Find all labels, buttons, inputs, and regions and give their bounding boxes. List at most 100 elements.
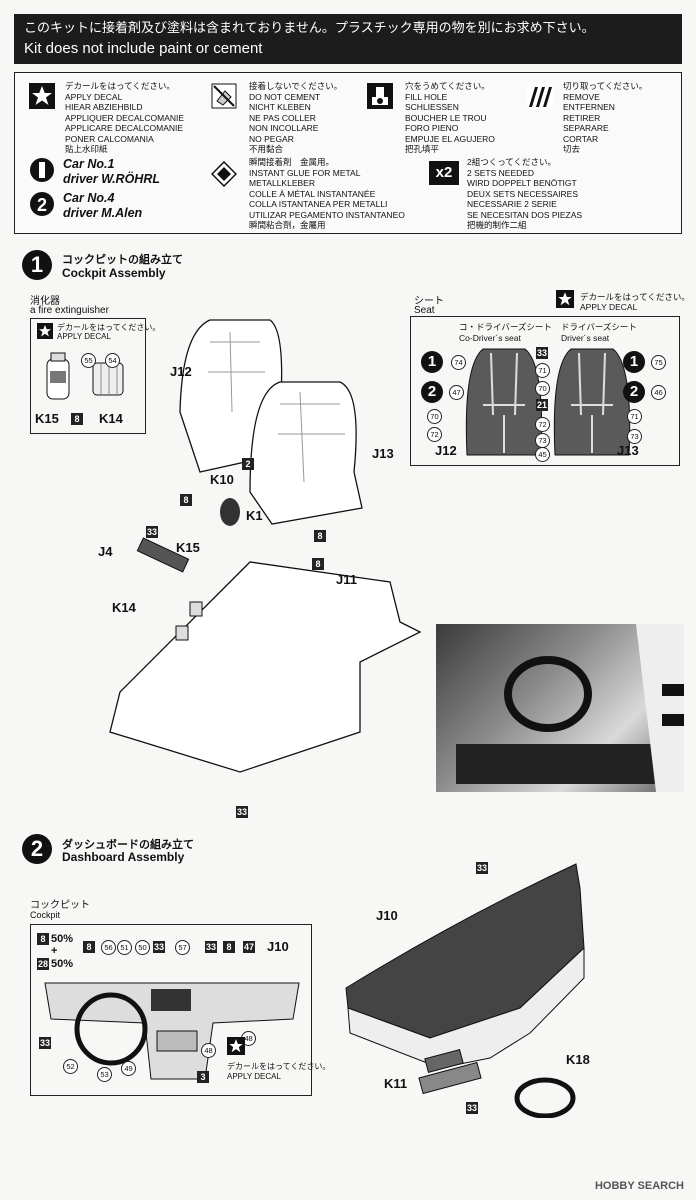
part-j4: J4 — [98, 544, 113, 559]
decal-72-center: 72 — [535, 417, 550, 432]
warning-banner: このキットに接着剤及び塗料は含まれておりません。プラスチック専用の物を別にお求め… — [14, 14, 682, 64]
seat-label-en: Seat — [414, 305, 435, 316]
decal-52: 52 — [63, 1059, 78, 1074]
decal-71-right: 71 — [627, 409, 642, 424]
part-j11: J11 — [336, 572, 357, 587]
car-number-2-badge: 2 — [29, 191, 55, 217]
car2-badge-left: 2 — [421, 381, 443, 403]
decal-57: 57 — [175, 940, 190, 955]
color-2: 2 — [242, 458, 254, 470]
decal-54: 54 — [105, 353, 120, 368]
seat-decal-ja: デカールをはってください。 — [580, 292, 690, 302]
decal-71: 71 — [535, 363, 550, 378]
driver-seat-ja: ドライバーズシート — [561, 322, 637, 332]
step2-title-ja: ダッシュボードの組み立て — [62, 838, 194, 851]
color-21: 21 — [536, 399, 548, 411]
car-number-1-badge — [29, 157, 55, 183]
step2-number: 2 — [22, 834, 52, 864]
extinguisher-label-en: a fire extinguisher — [30, 305, 109, 316]
dash-decal-en: APPLY DECAL — [227, 1072, 281, 1081]
star-decal-icon — [556, 290, 574, 308]
color-33-dash-2: 33 — [205, 941, 217, 953]
banner-text-en: Kit does not include paint or cement — [24, 40, 263, 57]
cockpit-label-en: Cockpit — [30, 910, 61, 920]
decal-55: 55 — [81, 353, 96, 368]
part-k11: K11 — [384, 1076, 408, 1091]
metal-glue-icon — [211, 161, 237, 187]
part-k1: K1 — [246, 508, 263, 523]
color-33-dash: 33 — [153, 941, 165, 953]
driver-seat-en: Driver´s seat — [561, 333, 610, 343]
part-j12: J12 — [170, 364, 192, 379]
dash-decal-ja: デカールをはってください。 — [227, 1062, 331, 1071]
decal-73: 73 — [535, 433, 550, 448]
car1-badge-left: 1 — [421, 351, 443, 373]
decal-49: 49 — [121, 1061, 136, 1076]
color-8-k1: 8 — [314, 530, 326, 542]
color-28: 28 — [37, 958, 49, 970]
car2-badge-right: 2 — [623, 381, 645, 403]
part-k15: K15 — [176, 540, 200, 555]
star-decal-icon — [29, 83, 55, 109]
star-decal-icon — [37, 323, 53, 339]
fill-hole-icon — [367, 83, 393, 109]
color-33: 33 — [536, 347, 548, 359]
seat-decal-box: コ・ドライバーズシート Co-Driver´s seat ドライバーズシート D… — [410, 316, 680, 466]
decal-46: 46 — [651, 385, 666, 400]
two-sets-icon: x2 — [429, 161, 459, 185]
color-8-mix: 8 — [37, 933, 49, 945]
step1-title-en: Cockpit Assembly — [62, 266, 166, 280]
step2-title-en: Dashboard Assembly — [62, 850, 185, 864]
extinguisher-box: デカールをはってください。 APPLY DECAL 55 54 K15 8 K1… — [30, 318, 160, 434]
decal-53: 53 — [97, 1067, 112, 1082]
mix-plus: + — [51, 945, 58, 957]
step1-title-ja: コックピットの組み立て — [62, 253, 183, 266]
codriver-seat-ja: コ・ドライバーズシート — [459, 322, 552, 332]
extinguisher-label-ja: 消化器 — [30, 296, 60, 307]
svg-text:2: 2 — [37, 195, 47, 215]
seat-backs-drawing — [465, 348, 631, 456]
decal-45: 45 — [535, 447, 550, 462]
part-k18: K18 — [566, 1052, 590, 1067]
decal-56: 56 — [101, 940, 116, 955]
codriver-seat-en: Co-Driver´s seat — [459, 333, 521, 343]
seat-label-ja: シート — [414, 296, 444, 307]
color-47: 47 — [243, 941, 255, 953]
extinguisher-decal-en: APPLY DECAL — [57, 332, 111, 341]
dashboard-assembly-drawing — [345, 863, 585, 1118]
decal-70: 70 — [427, 409, 442, 424]
banner-text-ja: このキットに接着剤及び塗料は含まれておりません。プラスチック専用の物を別にお求め… — [24, 21, 595, 36]
decal-51: 51 — [117, 940, 132, 955]
decal-75: 75 — [651, 355, 666, 370]
remove-cut-icon — [527, 83, 553, 109]
seat-part-j13: J13 — [617, 443, 639, 458]
color-33-left: 33 — [39, 1037, 51, 1049]
color-8-dash-2: 8 — [223, 941, 235, 953]
watermark-logo: HOBBY SEARCH — [594, 1180, 684, 1192]
decal-48: 48 — [201, 1043, 216, 1058]
decal-47: 47 — [449, 385, 464, 400]
mix-ratio-2: 50% — [51, 958, 74, 970]
cockpit-reference-photo — [436, 624, 684, 792]
part-j10-small: J10 — [267, 939, 289, 954]
no-cement-icon — [211, 83, 237, 109]
decal-70-center: 70 — [535, 381, 550, 396]
decal-73-right: 73 — [627, 429, 642, 444]
color-8-k10: 8 — [180, 494, 192, 506]
color-33-floor: 33 — [236, 806, 248, 818]
seat-part-j12: J12 — [435, 443, 457, 458]
decal-74: 74 — [451, 355, 466, 370]
decal-50: 50 — [135, 940, 150, 955]
dashboard-detail-box: 8 50% + 28 50% 8 56 51 50 33 57 33 8 47 … — [30, 924, 330, 1096]
color-8: 8 — [71, 413, 83, 425]
part-k10: K10 — [210, 472, 234, 487]
part-k15-small: K15 — [35, 411, 59, 426]
